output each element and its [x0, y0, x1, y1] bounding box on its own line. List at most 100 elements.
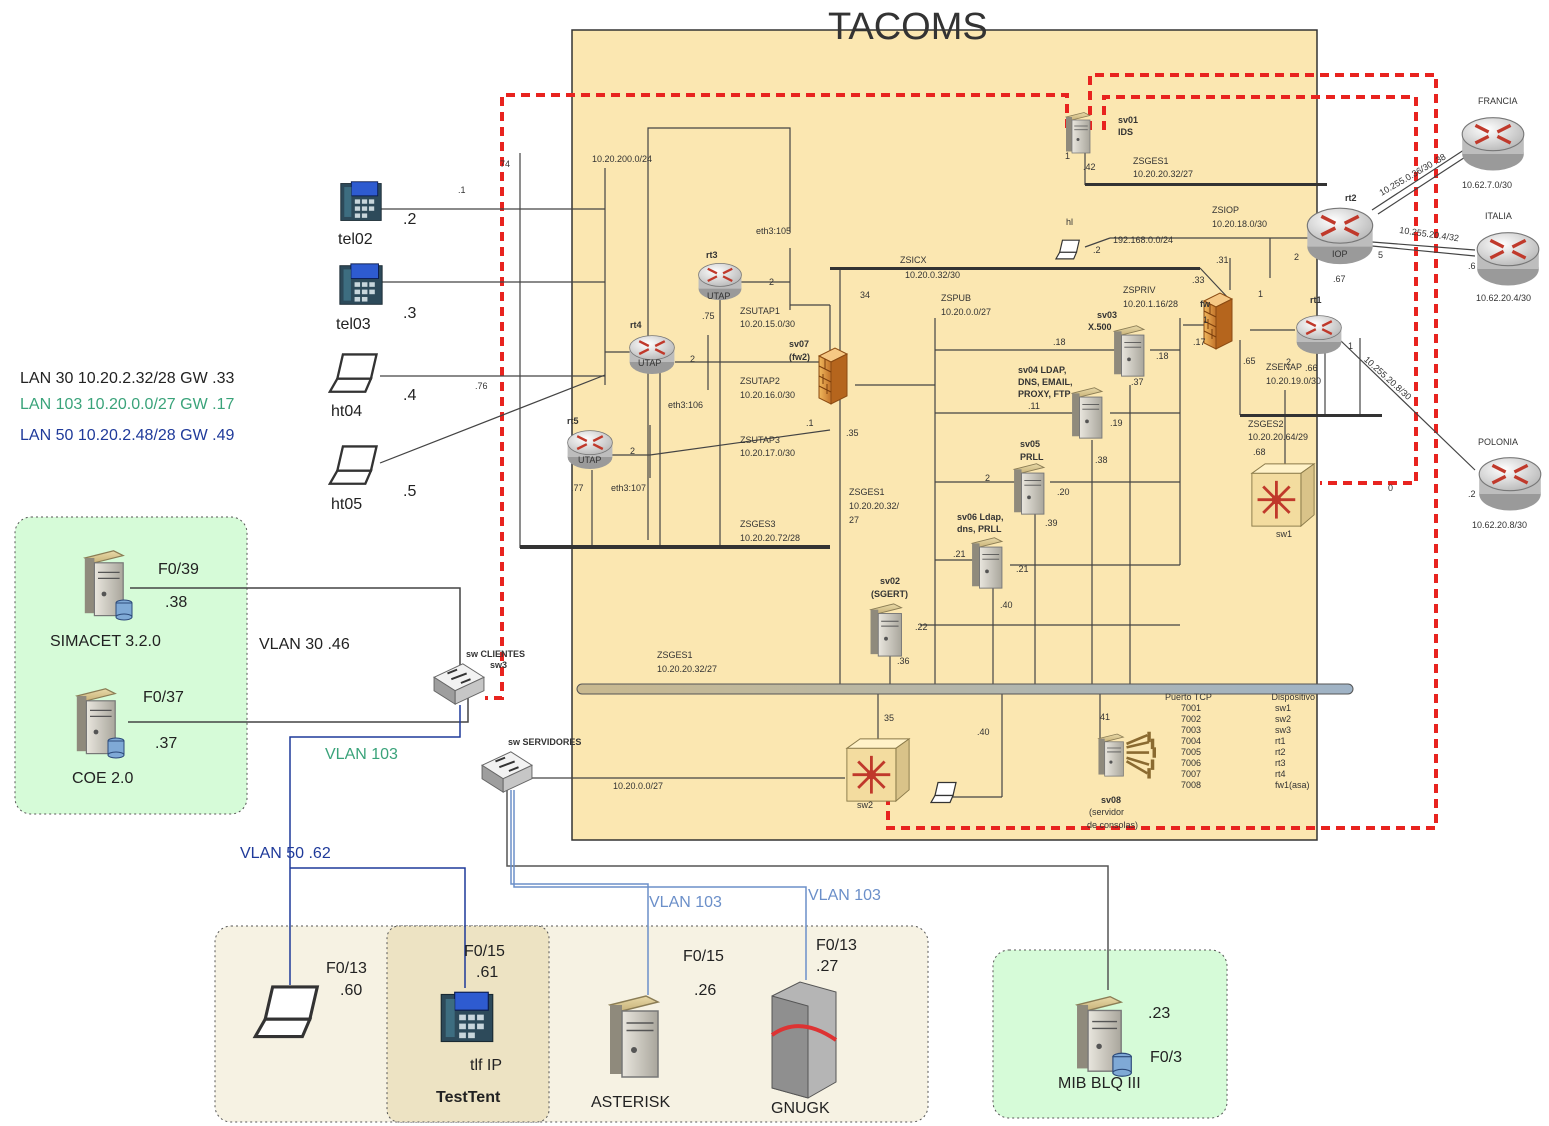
core-label: DNS, EMAIL, — [1018, 377, 1073, 387]
core-label: .38 — [1095, 455, 1108, 465]
port-header: Puerto TCP — [1165, 692, 1212, 702]
core-label: ZSICX — [900, 255, 927, 265]
core-label: 10.20.0.32/30 — [905, 270, 961, 280]
core-label: 1 — [1258, 289, 1264, 299]
core-label: .35 — [846, 428, 859, 438]
core-label: UTAP — [707, 291, 731, 301]
core-label: 10.20.16.0/30 — [740, 390, 796, 400]
port-cell: 7004 — [1181, 736, 1202, 746]
core-label: ZSGES2 — [1248, 419, 1284, 429]
core-label: .40 — [977, 727, 990, 737]
core-label: sv04 LDAP, — [1018, 365, 1067, 375]
phone-tel03-icon — [339, 263, 383, 305]
mib-port: F0/3 — [1150, 1049, 1183, 1066]
core-label: 35 — [884, 713, 895, 723]
port-cell: 7003 — [1181, 725, 1202, 735]
core-label: UTAP — [578, 455, 602, 465]
coe-port: F0/37 — [143, 689, 184, 706]
sw1-label: sw1 — [1276, 529, 1293, 539]
port-cell: 7007 — [1181, 769, 1202, 779]
core-label: 10.20.1.16/28 — [1123, 299, 1179, 309]
francia-label: FRANCIA — [1478, 96, 1518, 106]
device-cell: fw1(asa) — [1275, 780, 1310, 790]
router-polonia-icon — [1477, 455, 1543, 513]
router-italia-icon — [1475, 231, 1541, 288]
gnugk-label: GNUGK — [771, 1100, 830, 1117]
ht04-label: ht04 — [331, 403, 363, 420]
laptop-port: F0/13 — [326, 960, 367, 977]
device-cell: sw2 — [1275, 714, 1292, 724]
testtent-label: TestTent — [436, 1089, 501, 1106]
coe-label: COE 2.0 — [72, 770, 134, 787]
router-rt4-icon — [628, 334, 676, 376]
device-cell: rt3 — [1275, 758, 1286, 768]
vlan50-label: VLAN 50 .62 — [240, 845, 331, 862]
core-label: .36 — [897, 656, 910, 666]
core-label: 2 — [1286, 357, 1292, 367]
red-dashed-perimeter — [485, 93, 1069, 700]
core-label: rt1 — [1310, 295, 1322, 305]
core-label: PROXY, FTP — [1018, 389, 1071, 399]
core-label: dns, PRLL — [957, 524, 1002, 534]
laptop-ht05-icon — [328, 445, 378, 485]
diagram-title: TACOMS — [828, 6, 988, 48]
core-label: ZSGES1 — [657, 650, 693, 660]
core-label: 2 — [1294, 252, 1300, 262]
asterisk-port: F0/15 — [683, 948, 724, 965]
bigswitch-sw1-icon — [1250, 462, 1316, 528]
core-label: .21 — [1016, 564, 1029, 574]
bar-zsicx — [830, 267, 1200, 270]
core-label: (fw2) — [789, 352, 810, 362]
ht05-label: ht05 — [331, 496, 363, 513]
core-label: PRLL — [1020, 452, 1044, 462]
core-label: de consolas) — [1087, 820, 1139, 830]
vlan103-label-1: VLAN 103 — [325, 746, 398, 763]
simacet-ip: .38 — [165, 594, 188, 611]
core-label: ZSPRIV — [1123, 285, 1156, 295]
link-coe — [128, 690, 469, 723]
core-label: 10.20.20.32/27 — [657, 664, 718, 674]
link-vlan103-left — [289, 705, 461, 985]
core-label: 2 — [769, 277, 775, 287]
core-label: sv05 — [1020, 439, 1041, 449]
core-label: .11 — [1028, 401, 1040, 411]
core-label: rt3 — [706, 250, 718, 260]
simacet-label: SIMACET 3.2.0 — [50, 633, 161, 650]
core-label: .40 — [1000, 600, 1013, 610]
core-label: .20 — [1057, 487, 1070, 497]
switch-servidores-icon — [481, 750, 533, 794]
core-label: ZSENAP — [1266, 362, 1303, 372]
gw-1: .1 — [458, 185, 466, 195]
italia-label: ITALIA — [1485, 211, 1512, 221]
core-label: 0 — [1388, 483, 1394, 493]
core-label: eth3:106 — [668, 400, 704, 410]
core-label: 2 — [630, 446, 636, 456]
mib-label: MIB BLQ III — [1058, 1075, 1141, 1092]
core-label: .19 — [1110, 418, 1123, 428]
router-rt1-icon — [1295, 314, 1343, 356]
device-header: Dispositivo — [1271, 692, 1315, 702]
device-cell: sw3 — [1275, 725, 1292, 735]
vlan30-label: VLAN 30 .46 — [259, 636, 350, 653]
core-label: 10.20.19.0/30 — [1266, 376, 1322, 386]
core-label: .65 — [1243, 356, 1256, 366]
gw-76: .76 — [475, 381, 488, 391]
polonia-net: 10.62.20.8/30 — [1472, 520, 1528, 530]
core-label: ZSUTAP3 — [740, 435, 780, 445]
device-cell: rt2 — [1275, 747, 1286, 757]
core-label: 10.20.0.0/27 — [941, 307, 992, 317]
core-label: .42 — [1083, 162, 1096, 172]
bar-zsges2 — [1240, 414, 1382, 417]
core-label: 10.20.0.0/27 — [613, 781, 664, 791]
switch-sw3-icon — [433, 662, 485, 706]
port-cell: 7002 — [1181, 714, 1202, 724]
core-label: UTAP — [638, 358, 662, 368]
core-label: .77 — [571, 483, 584, 493]
core-label: 10.20.20.64/29 — [1248, 432, 1309, 442]
